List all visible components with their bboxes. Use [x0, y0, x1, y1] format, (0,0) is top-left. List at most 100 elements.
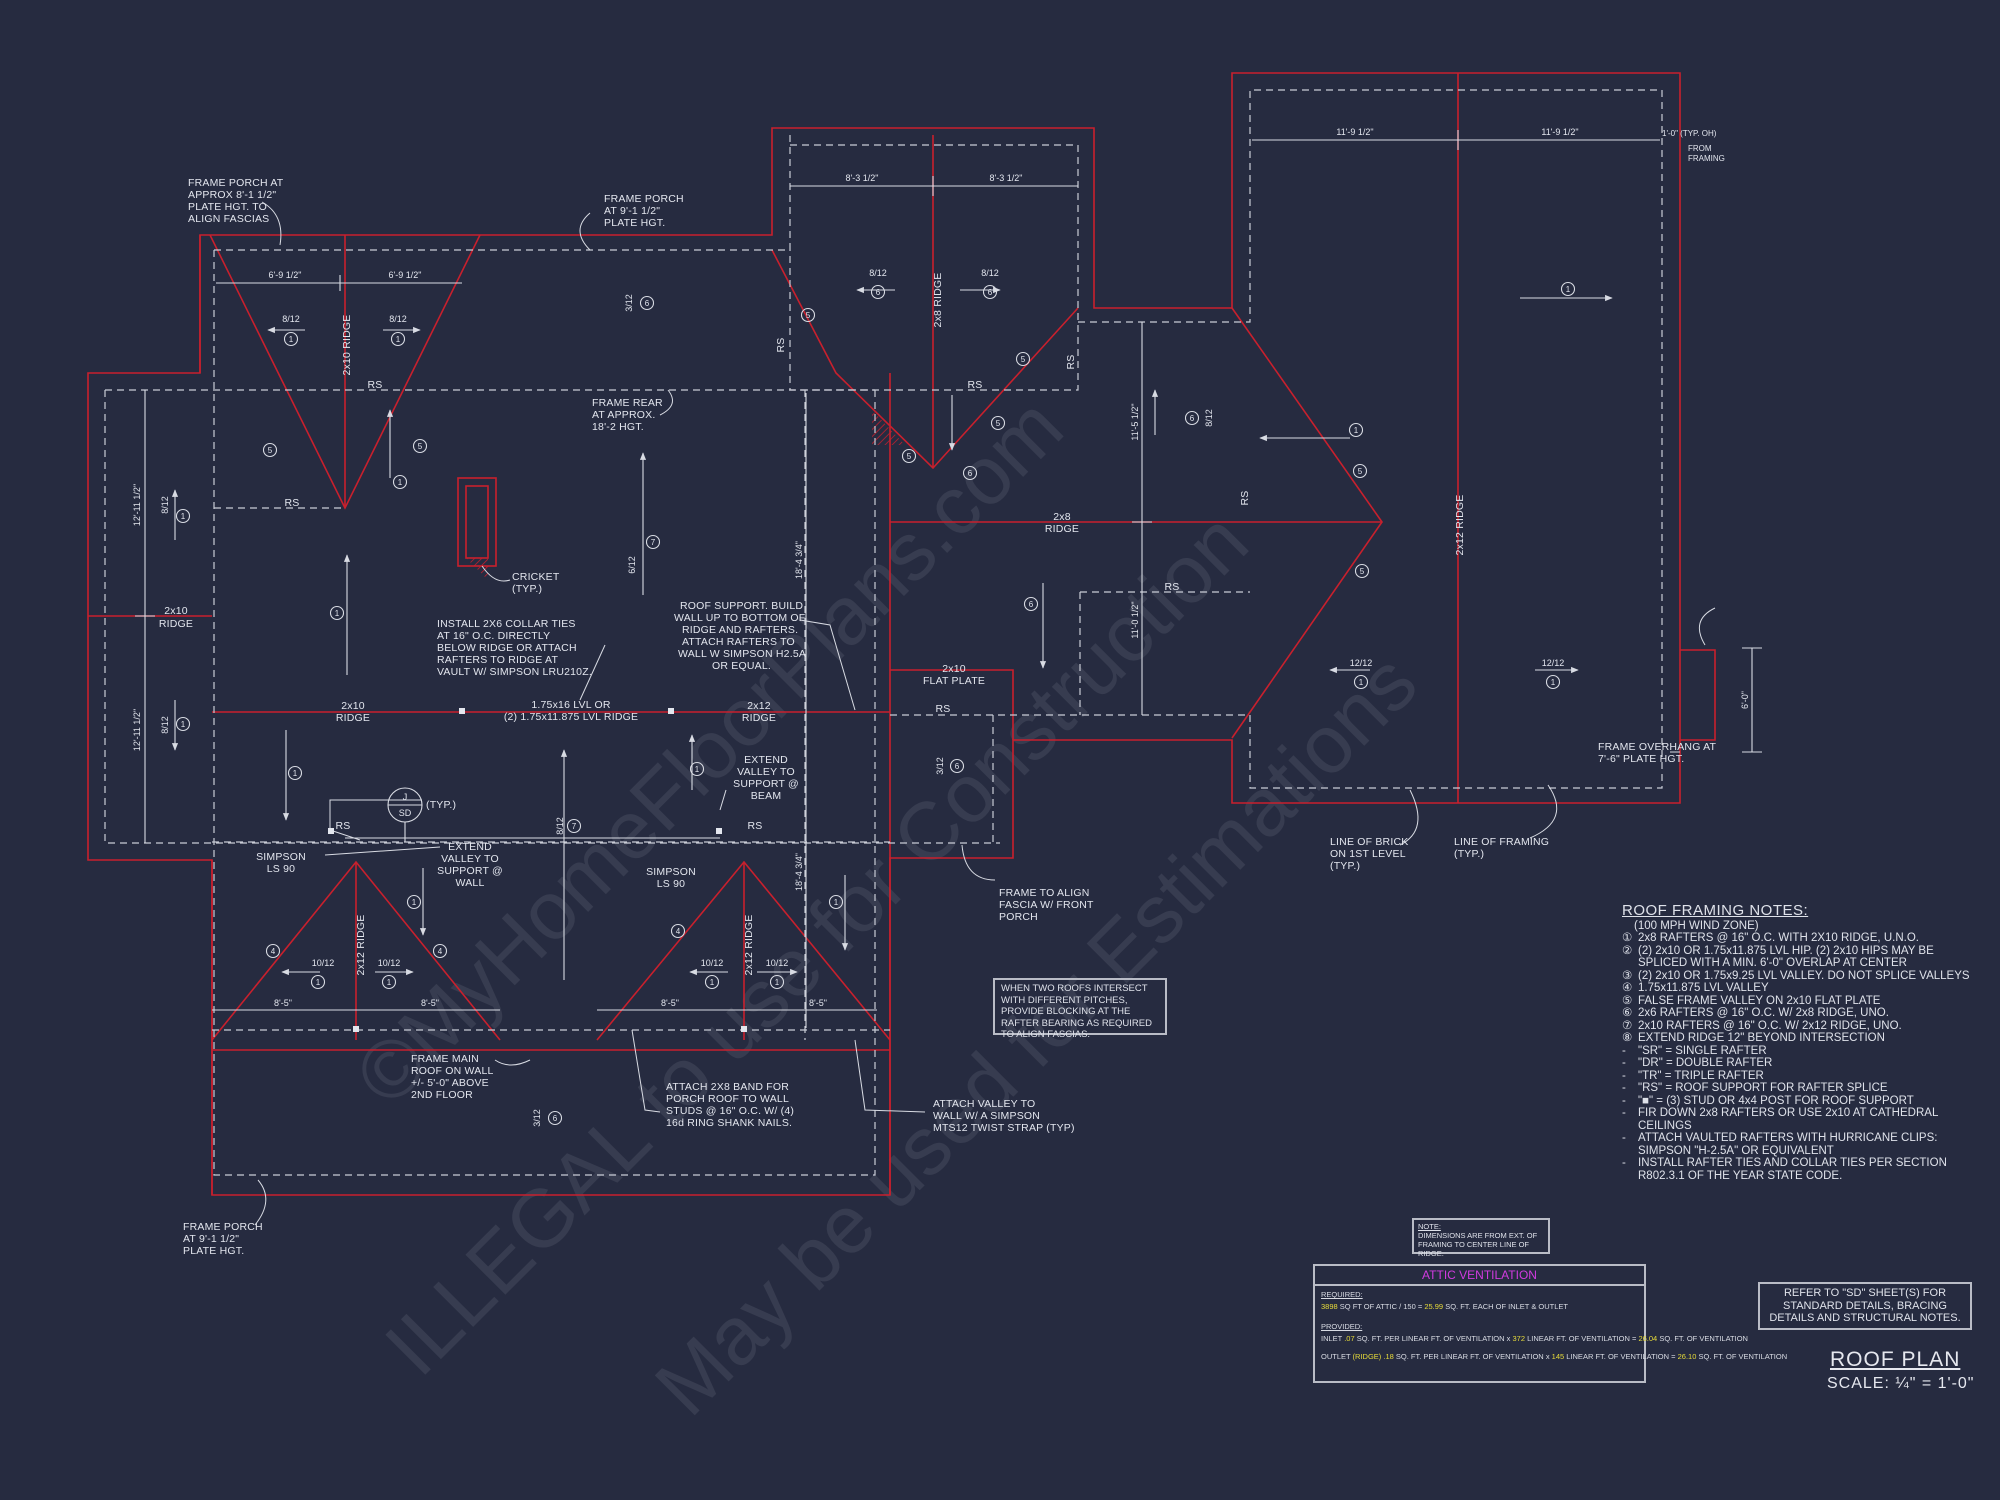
svg-text:(TYP.): (TYP.): [1330, 860, 1360, 872]
svg-text:5: 5: [268, 446, 273, 455]
attic-required-row: 3898 SQ FT OF ATTIC / 150 = 25.99 SQ. FT…: [1315, 1301, 1644, 1313]
attic-inlet-total: 26.04: [1638, 1334, 1658, 1343]
callout-lvl-ridge: 1.75x16 LVL OR (2) 1.75x11.875 LVL RIDGE: [504, 699, 638, 723]
callout-frame-main-roof: FRAME MAIN ROOF ON WALL +/- 5'-0" ABOVE …: [411, 1053, 494, 1101]
svg-text:1: 1: [181, 720, 186, 729]
svg-text:10/12: 10/12: [312, 958, 335, 968]
attic-inlet-lf: 372: [1512, 1334, 1525, 1343]
svg-text:AT APPROX.: AT APPROX.: [592, 409, 655, 421]
note-item: ④ 1.75x11.875 LVL VALLEY: [1622, 982, 1982, 995]
note-mark: ④: [1622, 982, 1633, 994]
svg-text:1: 1: [710, 978, 715, 987]
svg-text:7'-6" PLATE HGT.: 7'-6" PLATE HGT.: [1598, 753, 1684, 765]
ridge-gable-right-label: 2x12 RIDGE: [743, 915, 755, 976]
attic-inlet-total-text: SQ. FT. OF VENTILATION: [1659, 1334, 1748, 1343]
svg-text:AT 9'-1 1/2": AT 9'-1 1/2": [183, 1233, 239, 1245]
attic-inlet-lf-text: LINEAR FT. OF VENTILATION: [1527, 1334, 1630, 1343]
ridge-wing-label: 2x10 RIDGE: [341, 315, 353, 376]
rs-6: RS: [336, 820, 351, 832]
svg-text:1: 1: [412, 898, 417, 907]
note-item: ③(2) 2x10 OR 1.75x9.25 LVL VALLEY. DO NO…: [1622, 970, 1982, 983]
svg-text:12/12: 12/12: [1542, 658, 1565, 668]
svg-text:8'-3 1/2": 8'-3 1/2": [990, 173, 1023, 183]
leader-lines: [254, 201, 1716, 1226]
note-mark: -: [1622, 1044, 1626, 1057]
svg-text:8'-5": 8'-5": [809, 998, 827, 1008]
callout-frame-porch-top: FRAME PORCH AT 9'-1 1/2" PLATE HGT.: [604, 193, 684, 229]
svg-text:4: 4: [271, 947, 276, 956]
svg-text:6: 6: [1190, 414, 1195, 423]
rs-8: RS: [775, 338, 787, 353]
svg-text:AT 16" O.C. DIRECTLY: AT 16" O.C. DIRECTLY: [437, 630, 550, 642]
svg-text:INSTALL 2X6 COLLAR TIES: INSTALL 2X6 COLLAR TIES: [437, 618, 576, 630]
ridge-east-size: 2x8: [1053, 511, 1071, 523]
hip-upper-center: [771, 249, 1079, 470]
note-mark: -: [1622, 1157, 1626, 1169]
section-marker-top: J: [403, 792, 408, 802]
svg-text:12'-11 1/2": 12'-11 1/2": [132, 709, 142, 751]
note-text: (2) 2x10 OR 1.75x11.875 LVL HIP. (2) 2x1…: [1638, 944, 1934, 970]
note-text: 1.75x11.875 LVL VALLEY: [1638, 982, 1769, 994]
note-mark: -: [1622, 1069, 1626, 1082]
rs-5: RS: [936, 703, 951, 715]
svg-text:10/12: 10/12: [378, 958, 401, 968]
svg-text:RIDGE AND RAFTERS.: RIDGE AND RAFTERS.: [682, 624, 798, 636]
ridge-left-size: 2x10: [164, 605, 188, 617]
note-mark: -: [1622, 1132, 1626, 1144]
flat-plate-size: 2x10: [942, 663, 966, 675]
ridge-mid-size: 2x10: [341, 700, 365, 712]
member-labels: 2x10 RIDGE 2x10 RIDGE 2x12 RIDGE 2x8 RID…: [159, 273, 1466, 976]
note-item: -"SR" = SINGLE RAFTER: [1622, 1045, 1982, 1058]
svg-text:18'-4 3/4": 18'-4 3/4": [794, 853, 804, 891]
svg-text:1: 1: [695, 765, 700, 774]
svg-text:5: 5: [1360, 567, 1365, 576]
callout-line-of-brick: LINE OF BRICK ON 1ST LEVEL (TYP.): [1330, 836, 1408, 872]
attic-provided-label: PROVIDED:: [1321, 1322, 1363, 1331]
ridge-2x12-size: 2x12: [747, 700, 771, 712]
note-mark: ⑤: [1622, 994, 1633, 1007]
callout-frame-overhang: FRAME OVERHANG AT 7'-6" PLATE HGT.: [1598, 741, 1716, 765]
dimension-note-label: NOTE:: [1418, 1222, 1441, 1231]
callout-extend-valley-left: EXTEND VALLEY TO SUPPORT @ WALL: [437, 841, 503, 889]
callout-cricket: CRICKET (TYP.): [512, 571, 560, 595]
svg-text:ROOF ON WALL: ROOF ON WALL: [411, 1065, 494, 1077]
callout-line-of-framing: LINE OF FRAMING (TYP.): [1454, 836, 1549, 860]
svg-text:PORCH ROOF TO WALL: PORCH ROOF TO WALL: [666, 1093, 789, 1105]
note-text: 2x10 RAFTERS @ 16" O.C. W/ 2x12 RIDGE, U…: [1638, 1019, 1902, 1032]
note-mark: ①: [1622, 932, 1633, 944]
roof-framing-notes: ROOF FRAMING NOTES: (100 MPH WIND ZONE) …: [1622, 903, 1982, 1182]
ridge-mid-label: RIDGE: [336, 712, 370, 724]
sd-reference-note: REFER TO "SD" SHEET(S) FOR STANDARD DETA…: [1758, 1282, 1972, 1330]
svg-text:ATTACH 2X8 BAND FOR: ATTACH 2X8 BAND FOR: [666, 1081, 789, 1093]
ridge-gable-left-label: 2x12 RIDGE: [355, 915, 367, 976]
svg-text:FRAME MAIN: FRAME MAIN: [411, 1053, 479, 1065]
note-text: FALSE FRAME VALLEY ON 2x10 FLAT PLATE: [1638, 994, 1881, 1007]
svg-text:8/12: 8/12: [282, 314, 300, 324]
attic-sqft: 3898: [1321, 1302, 1338, 1311]
svg-text:OR EQUAL.: OR EQUAL.: [712, 660, 771, 672]
ridge-top-label: 2x8 RIDGE: [932, 273, 944, 328]
svg-text:10/12: 10/12: [701, 958, 724, 968]
svg-text:3/12: 3/12: [532, 1109, 542, 1127]
svg-text:LINE OF FRAMING: LINE OF FRAMING: [1454, 836, 1549, 848]
note-mark: -: [1622, 1057, 1626, 1069]
attic-outlet-total: 26.10: [1677, 1352, 1697, 1361]
svg-text:6: 6: [645, 299, 650, 308]
svg-text:5: 5: [907, 452, 912, 461]
svg-text:4: 4: [676, 927, 681, 936]
svg-text:EXTEND: EXTEND: [448, 841, 492, 853]
svg-text:WALL UP TO BOTTOM OF: WALL UP TO BOTTOM OF: [674, 612, 805, 624]
rafter-arrows: [171, 286, 1613, 980]
svg-text:BEAM: BEAM: [751, 790, 782, 802]
callout-from-framing: 1'-0" (TYP. OH) FROM FRAMING: [1662, 129, 1725, 163]
rs-9: RS: [1065, 355, 1077, 370]
svg-text:FRAME PORCH: FRAME PORCH: [604, 193, 684, 205]
svg-text:+/- 5'-0" ABOVE: +/- 5'-0" ABOVE: [411, 1077, 489, 1089]
svg-text:FRAME REAR: FRAME REAR: [592, 397, 663, 409]
svg-text:ATTACH RAFTERS TO: ATTACH RAFTERS TO: [682, 636, 795, 648]
note-marks: 1 1 5 5 1 1 1 1 7 1 1 1 1 7 4 4 4 1 1 1 …: [175, 281, 1576, 1126]
dimension-note-box: NOTE: DIMENSIONS ARE FROM EXT. OF FRAMIN…: [1412, 1218, 1550, 1258]
